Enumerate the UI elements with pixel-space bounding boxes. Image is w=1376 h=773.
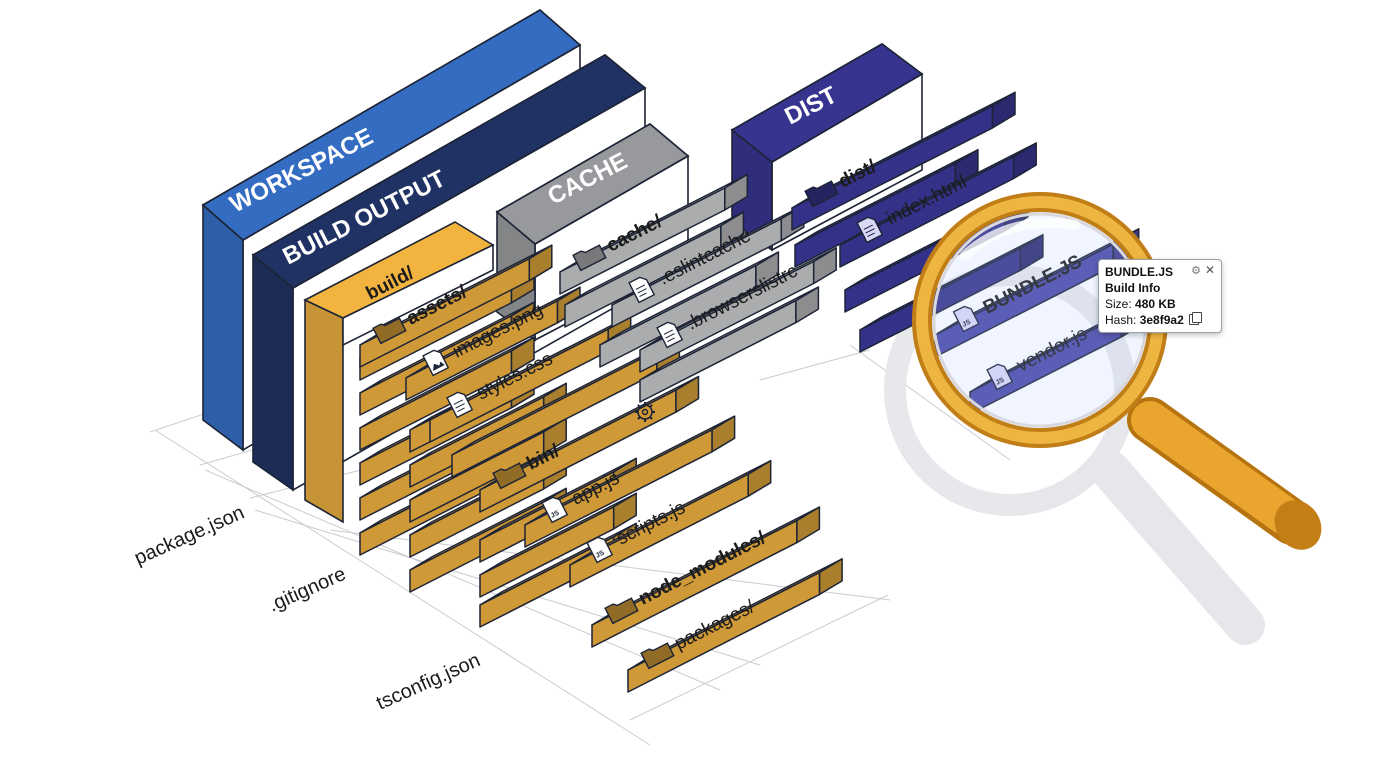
popup-size-value: 480 KB [1135, 297, 1176, 311]
folder-dist[interactable]: dist/ [791, 91, 1016, 231]
build-filler-right-1 [479, 492, 637, 598]
svg-text:JS: JS [995, 376, 1006, 386]
popup-title: BUNDLE.JS [1105, 265, 1174, 279]
folder-icon [604, 597, 639, 625]
dist-filler-2 [859, 234, 1044, 353]
copy-icon[interactable] [1188, 312, 1202, 325]
folder-icon [492, 462, 527, 490]
build-filler-left-2 [359, 336, 535, 451]
popup-hash-row: Hash: 3e8f9a2 [1105, 312, 1215, 328]
folder-icon [372, 317, 407, 345]
js-file-icon: JS [541, 496, 569, 524]
svg-text:JS: JS [595, 549, 606, 559]
gear-icon[interactable]: ⚙ [1191, 265, 1201, 277]
close-icon[interactable]: ✕ [1204, 263, 1215, 277]
gear-icon[interactable] [635, 402, 655, 422]
root-file-gitignore[interactable]: .gitignore [265, 563, 349, 617]
file-icon [446, 391, 474, 419]
file-icon [856, 216, 884, 244]
folder-icon [804, 180, 839, 208]
popup-hash-label: Hash: [1105, 313, 1137, 327]
file-images[interactable]: images.png [405, 286, 581, 401]
popup-size-row: Size: 480 KB [1105, 296, 1215, 312]
folder-cache[interactable]: cache/ [559, 173, 749, 295]
js-file-icon: JS [586, 536, 614, 564]
cache-filler-0 [564, 211, 745, 328]
root-file-package-json[interactable]: package.json [131, 502, 248, 570]
root-file-tsconfig-json[interactable]: tsconfig.json [373, 649, 484, 714]
popup-size-label: Size: [1105, 297, 1132, 311]
bundle-info-popup[interactable]: ⚙ ✕ BUNDLE.JS Build Info Size: 480 KB Ha… [1098, 259, 1222, 333]
js-file-icon: JS [952, 305, 980, 333]
image-icon [422, 349, 450, 377]
cache-filler-1 [599, 251, 780, 368]
folder-icon [572, 244, 607, 272]
popup-hash-value: 3e8f9a2 [1139, 313, 1184, 327]
svg-text:JS: JS [550, 509, 561, 519]
js-file-icon: JS [986, 363, 1014, 391]
build-stack-wall: build/ [303, 221, 495, 524]
cache-filler-2 [639, 286, 820, 403]
file-icon [656, 321, 684, 349]
svg-text:JS: JS [961, 319, 972, 329]
folder-icon [640, 642, 675, 670]
popup-subtitle: Build Info [1105, 281, 1161, 295]
blocks-layer: assets/images.pngstyles.cssbin/JSapp.jsJ… [359, 91, 1145, 693]
file-icon [628, 276, 656, 304]
dist-filler-0 [794, 149, 979, 268]
